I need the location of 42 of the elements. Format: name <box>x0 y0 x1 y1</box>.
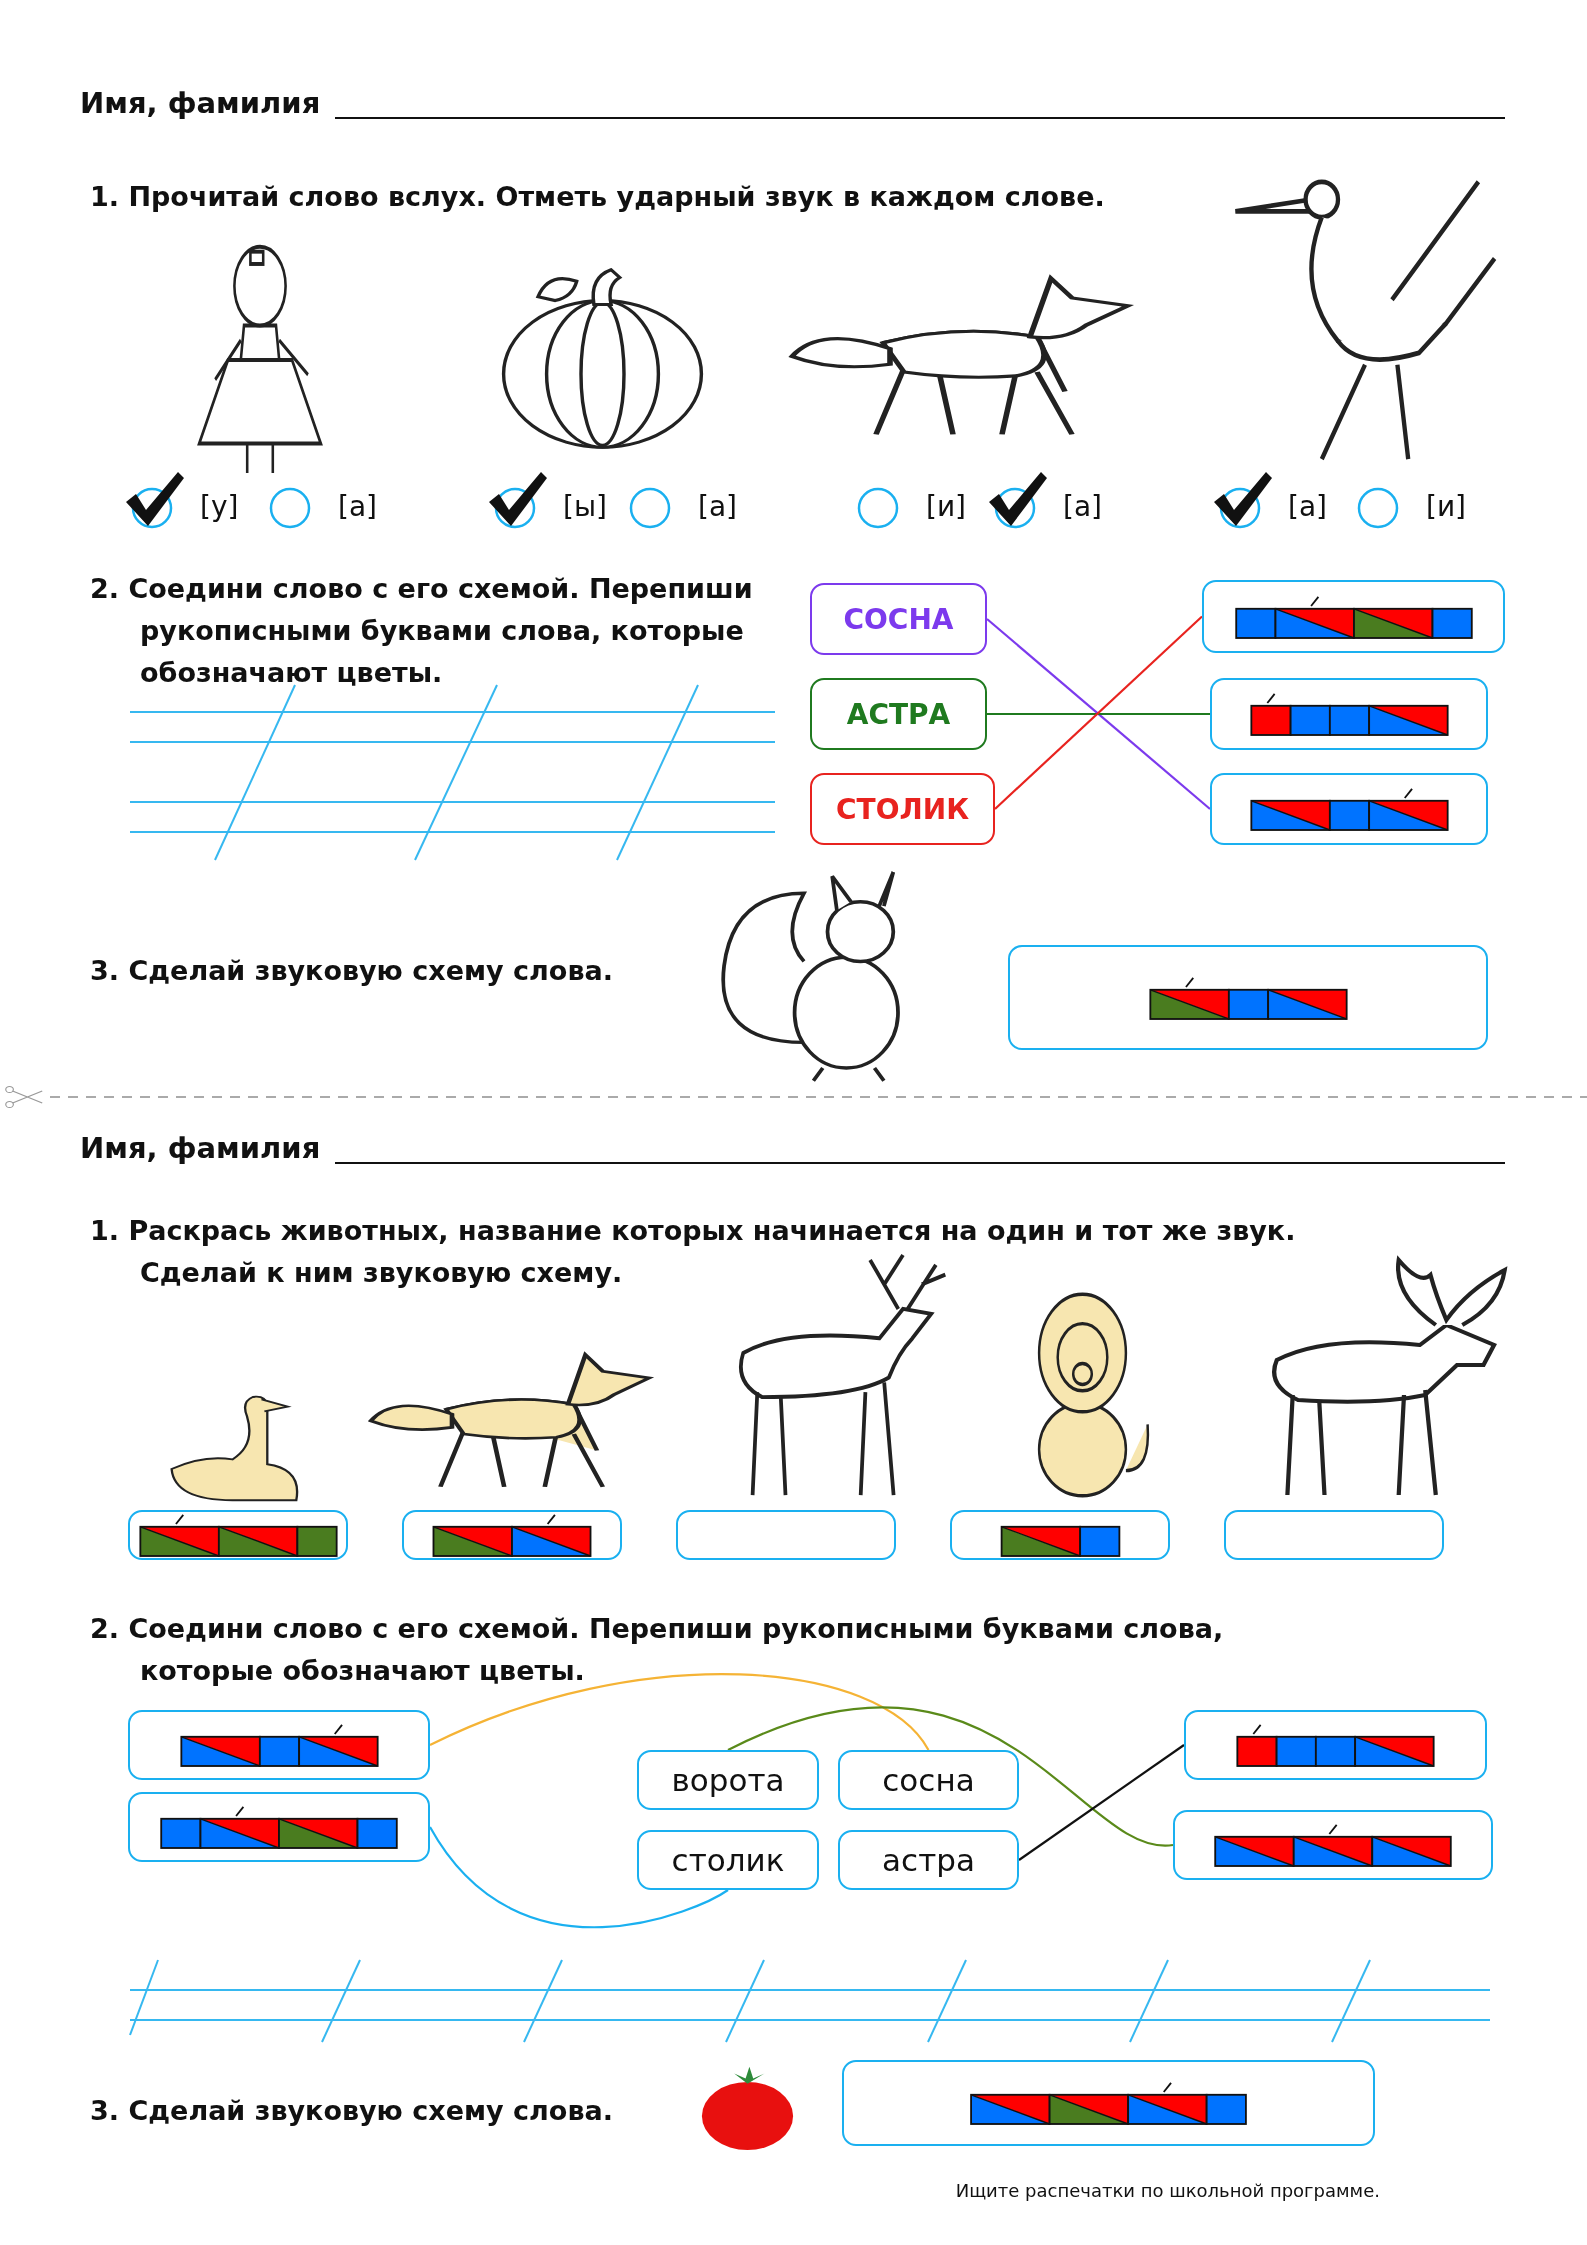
option-label: [ы] <box>563 490 607 523</box>
option-label: [у] <box>200 490 239 523</box>
word-card: сосна <box>838 1750 1019 1810</box>
task-text: 1. Раскрась животных, название которых начинается на один и тот же звук. Сделай к ним звуковую схему. <box>90 1214 1297 1290</box>
scheme-card <box>676 1510 896 1560</box>
task-text: 1. Прочитай слово вслух. Отметь ударный звук в каждом слове. <box>90 180 1105 214</box>
option-label: [и] <box>926 490 967 523</box>
word-card: ворота <box>637 1750 819 1810</box>
connector-line <box>429 1673 930 1751</box>
scheme-card <box>128 1710 430 1780</box>
connector-line <box>429 1826 729 1929</box>
option-label: [а] <box>1063 490 1102 523</box>
scheme-card <box>1202 580 1505 653</box>
word-card: столик <box>637 1830 819 1890</box>
scheme-card <box>950 1510 1170 1560</box>
task-text: 2. Соедини слово с его схемой. Перепиши рукописными буквами слова, которые обозначают цветы. <box>90 572 754 690</box>
option-label: [а] <box>338 490 377 523</box>
option-label: [и] <box>1426 490 1467 523</box>
footer-text: Ищите распечатки по школьной программе. <box>954 2180 1380 2201</box>
name-label: Имя, фамилия <box>80 1130 321 1167</box>
scheme-card <box>1224 1510 1444 1560</box>
scheme-card <box>1173 1810 1493 1880</box>
scheme-card <box>1210 678 1488 750</box>
word-card: АСТРА <box>810 678 987 750</box>
connector-line <box>987 712 1210 716</box>
word-card: СОСНА <box>810 583 987 655</box>
scheme-card <box>128 1792 430 1862</box>
option-label: [а] <box>1288 490 1327 523</box>
scheme-card <box>402 1510 622 1560</box>
word-card: СТОЛИК <box>810 773 995 845</box>
name-label: Имя, фамилия <box>80 85 321 122</box>
connector-line <box>1018 1744 1185 1861</box>
option-label: [а] <box>698 490 737 523</box>
word-card: астра <box>838 1830 1019 1890</box>
scheme-card <box>1184 1710 1487 1780</box>
scheme-card <box>1008 945 1488 1050</box>
task-text: 2. Соедини слово с его схемой. Перепиши рукописными буквами слова, которые обозначают цветы. <box>90 1612 1225 1688</box>
scheme-card <box>1210 773 1488 845</box>
task-text: 3. Сделай звуковую схему слова. <box>90 954 613 988</box>
scheme-card <box>842 2060 1375 2146</box>
connector-line <box>727 1706 1174 1847</box>
task-text: 3. Сделай звуковую схему слова. <box>90 2094 613 2128</box>
